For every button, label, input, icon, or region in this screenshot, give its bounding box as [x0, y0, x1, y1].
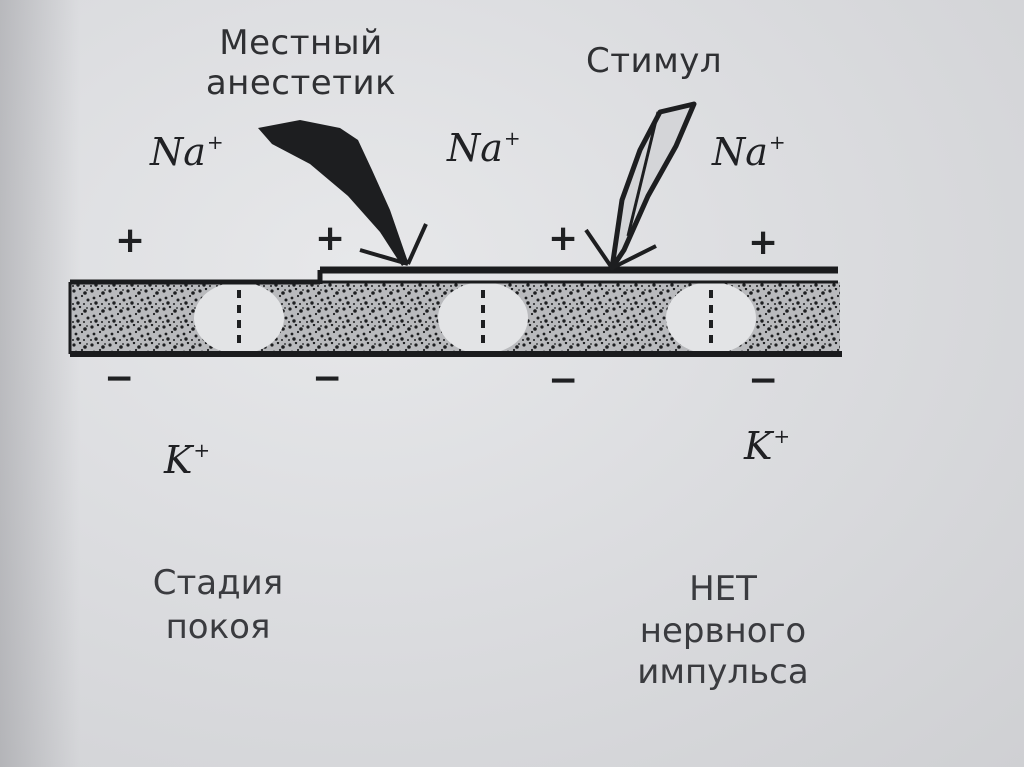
- na-ion-label-right: Na+: [712, 132, 786, 173]
- positive-charge: +: [748, 224, 778, 262]
- no-impulse-line2: нервного: [608, 614, 838, 650]
- local-anesthetic-label: Местный анестетик: [186, 26, 416, 101]
- positive-charge: +: [548, 220, 578, 258]
- local-anesthetic-line2: анестетик: [186, 66, 416, 102]
- ion-symbol: Na: [150, 130, 206, 174]
- ion-symbol: Na: [447, 126, 503, 170]
- na-ion-label-middle: Na+: [447, 128, 521, 169]
- ion-charge: +: [193, 438, 210, 462]
- ion-charge: +: [773, 424, 790, 448]
- ion-symbol: Na: [712, 130, 768, 174]
- negative-charge: −: [312, 360, 342, 398]
- k-ion-label-right: K+: [744, 426, 790, 467]
- membrane: [70, 270, 842, 354]
- ion-charge: +: [207, 130, 224, 154]
- stimulus-arrow-icon: [586, 104, 694, 268]
- rest-stage-caption: Стадия покоя: [118, 566, 318, 645]
- local-anesthetic-line1: Местный: [186, 26, 416, 62]
- rest-stage-line1: Стадия: [118, 566, 318, 602]
- ion-symbol: K: [164, 438, 192, 482]
- negative-charge: −: [748, 362, 778, 400]
- no-impulse-line3: импульса: [608, 655, 838, 691]
- rest-stage-line2: покоя: [118, 610, 318, 646]
- no-impulse-caption: НЕТ нервного импульса: [608, 572, 838, 691]
- ion-charge: +: [504, 126, 521, 150]
- no-impulse-line1: НЕТ: [608, 572, 838, 608]
- positive-charge: +: [115, 222, 145, 260]
- stimulus-label: Стимул: [586, 44, 722, 80]
- k-ion-label-left: K+: [164, 440, 210, 481]
- na-ion-label-left: Na+: [150, 132, 224, 173]
- ion-charge: +: [769, 130, 786, 154]
- positive-charge: +: [315, 220, 345, 258]
- ion-symbol: K: [744, 424, 772, 468]
- negative-charge: −: [548, 362, 578, 400]
- negative-charge: −: [104, 360, 134, 398]
